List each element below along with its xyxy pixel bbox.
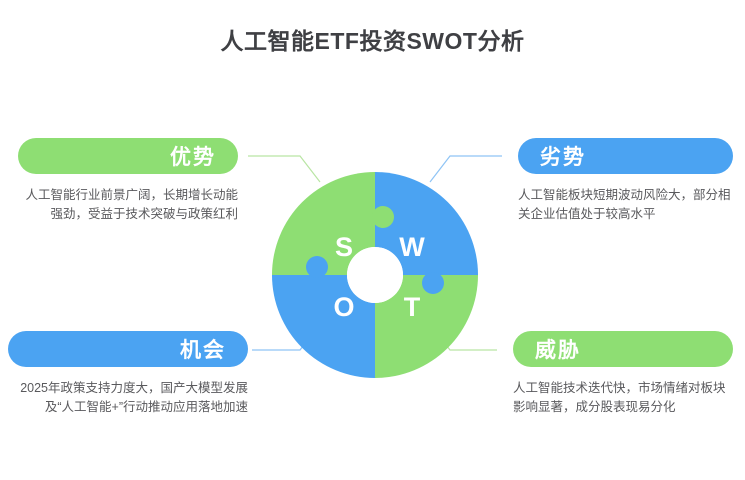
quadrant-strengths: 优势 人工智能行业前景广阔，长期增长动能强劲，受益于技术突破与政策红利 <box>18 138 238 224</box>
weaknesses-description: 人工智能板块短期波动风险大，部分相关企业估值处于较高水平 <box>518 188 731 221</box>
quadrant-weaknesses: 劣势 人工智能板块短期波动风险大，部分相关企业估值处于较高水平 <box>518 138 733 224</box>
wheel-letter-w: W <box>399 232 425 262</box>
threats-label-pill[interactable]: 威胁 <box>513 331 733 367</box>
opportunities-label-pill[interactable]: 机会 <box>8 331 248 367</box>
threats-description: 人工智能技术迭代快，市场情绪对板块影响显著，成分股表现易分化 <box>513 381 726 414</box>
quadrant-threats: 威胁 人工智能技术迭代快，市场情绪对板块影响显著，成分股表现易分化 <box>513 331 733 417</box>
wheel-quadrant-weaknesses <box>372 172 478 275</box>
strengths-label: 优势 <box>170 146 216 169</box>
weaknesses-label: 劣势 <box>540 146 586 169</box>
wheel-letter-t: T <box>404 292 421 322</box>
wheel-letter-o: O <box>333 292 354 322</box>
wheel-center-hole <box>347 247 403 303</box>
opportunities-description: 2025年政策支持力度大，国产大模型发展及“人工智能+”行动推动应用落地加速 <box>20 381 248 414</box>
quadrant-opportunities: 机会 2025年政策支持力度大，国产大模型发展及“人工智能+”行动推动应用落地加… <box>8 331 248 417</box>
threats-label: 威胁 <box>535 339 581 362</box>
wheel-quadrant-opportunities <box>272 256 375 378</box>
wheel-letter-s: S <box>335 232 353 262</box>
weaknesses-label-pill[interactable]: 劣势 <box>518 138 733 174</box>
page-title: 人工智能ETF投资SWOT分析 <box>220 28 525 54</box>
strengths-label-pill[interactable]: 优势 <box>18 138 238 174</box>
swot-wheel: S W O T <box>268 168 482 382</box>
opportunities-label: 机会 <box>180 339 226 362</box>
strengths-description: 人工智能行业前景广阔，长期增长动能强劲，受益于技术突破与政策红利 <box>25 188 238 221</box>
wheel-quadrant-threats <box>375 272 478 378</box>
